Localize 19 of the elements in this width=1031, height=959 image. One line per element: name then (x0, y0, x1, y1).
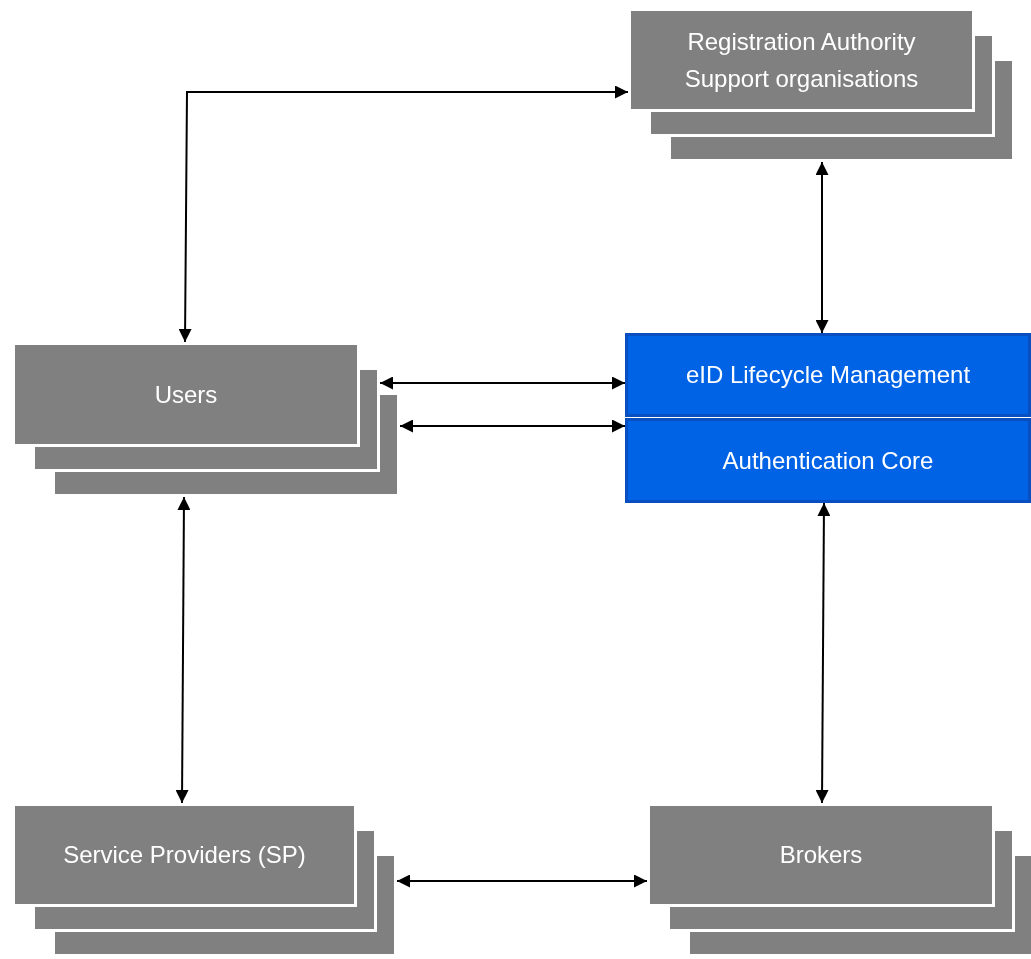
node-label: Registration Authority Support organisations (683, 26, 920, 94)
double-arrow (815, 161, 829, 334)
node-label: Users (154, 379, 218, 410)
node-label: eID Lifecycle Management (685, 360, 971, 391)
node-label: Authentication Core (722, 445, 934, 476)
stacked-card (647, 803, 1031, 957)
node-label: Service Providers (SP) (63, 840, 306, 871)
double-arrow (175, 496, 191, 804)
double-arrow (178, 85, 629, 343)
stacked-card (628, 8, 1015, 162)
component-box (625, 418, 1031, 503)
double-arrow (399, 419, 626, 433)
component-box (625, 333, 1031, 417)
double-arrow (379, 376, 626, 390)
stacked-card (12, 803, 397, 957)
node-label: Brokers (779, 840, 863, 871)
stacked-card (12, 342, 400, 497)
double-arrow (396, 874, 648, 888)
double-arrow (815, 502, 831, 804)
